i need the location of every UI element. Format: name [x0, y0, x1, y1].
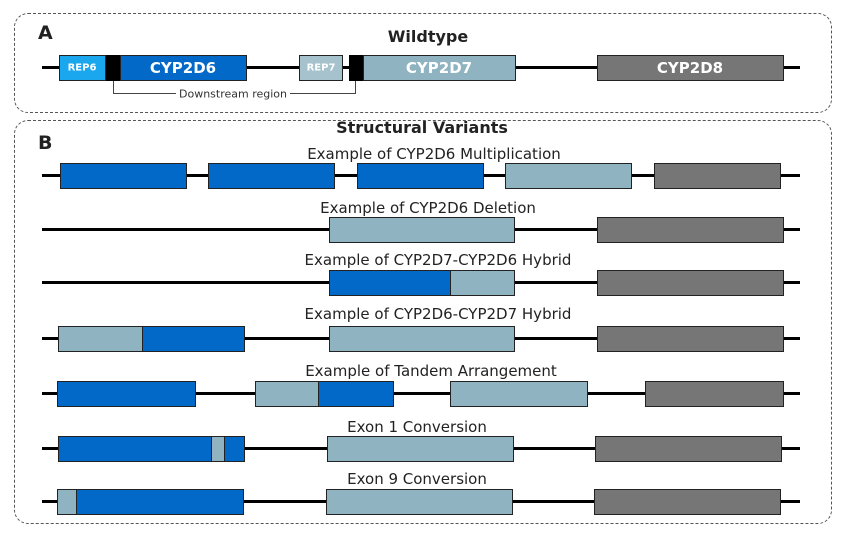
tandem-2d7-part: [255, 381, 319, 407]
cyp2d7-box: [326, 489, 513, 515]
cyp2d6-copy-2: [208, 163, 335, 189]
hybrid-2d7-part: [450, 270, 515, 296]
cyp2d7-box: [327, 436, 514, 462]
structural-variants-title: Structural Variants: [336, 118, 508, 137]
cyp2d6-box: [57, 381, 196, 407]
hybrid-2d7-part: [58, 326, 143, 352]
row-title-2d7-2d6-hybrid: Example of CYP2D7-CYP2D6 Hybrid: [302, 251, 574, 269]
rep6-box: [59, 55, 106, 81]
cyp2d7-box: [329, 326, 515, 352]
exon1-converted-segment: [211, 436, 225, 462]
cyp2d6-copy-1: [60, 163, 187, 189]
cyp2d8-box: [597, 270, 784, 296]
row-title-multiplication: Example of CYP2D6 Multiplication: [305, 145, 563, 163]
panel-a-letter: A: [38, 22, 53, 44]
row-title-exon1: Exon 1 Conversion: [345, 418, 489, 436]
cyp2d6-label: CYP2D6: [149, 59, 217, 77]
downstream-label: Downstream region: [175, 87, 291, 101]
cyp2d6-copy-3: [357, 163, 484, 189]
spacer-2d7: [349, 55, 363, 81]
cyp2d8-box: [597, 326, 784, 352]
rep7-box: [299, 55, 343, 81]
cyp2d8-box: [597, 55, 784, 81]
panel-structural-variants: [14, 120, 832, 524]
cyp2d7-box: [329, 217, 515, 243]
cyp2d7-box: [505, 163, 632, 189]
panel-b-letter: B: [38, 132, 53, 154]
cyp2d6-box: [120, 55, 247, 81]
cyp2d8-box: [594, 489, 781, 515]
cyp2d8-box: [597, 217, 784, 243]
spacer-2d6: [106, 55, 120, 81]
cyp2d7-box: [363, 55, 516, 81]
row-title-deletion: Example of CYP2D6 Deletion: [318, 199, 538, 217]
wildtype-title: Wildtype: [387, 27, 469, 46]
rep7-label: REP7: [306, 62, 336, 74]
cyp2d7-box: [450, 381, 588, 407]
row-title-2d6-2d7-hybrid: Example of CYP2D6-CYP2D7 Hybrid: [302, 305, 574, 323]
rep6-label: REP6: [67, 62, 97, 74]
row-title-exon9: Exon 9 Conversion: [345, 470, 489, 488]
hybrid-2d6-part: [142, 326, 245, 352]
row-title-tandem: Example of Tandem Arrangement: [303, 362, 559, 380]
cyp2d8-label: CYP2D8: [656, 59, 724, 77]
cyp2d8-box: [654, 163, 781, 189]
cyp2d8-box: [595, 436, 782, 462]
panel-wildtype: [14, 13, 832, 113]
backbone-tandem: [42, 392, 800, 395]
cyp2d6-box: [76, 489, 244, 515]
cyp2d7-label: CYP2D7: [405, 59, 473, 77]
hybrid-2d6-part: [329, 270, 451, 296]
tandem-2d6-part: [318, 381, 394, 407]
exon9-converted-segment: [57, 489, 77, 515]
cyp2d8-box: [645, 381, 784, 407]
